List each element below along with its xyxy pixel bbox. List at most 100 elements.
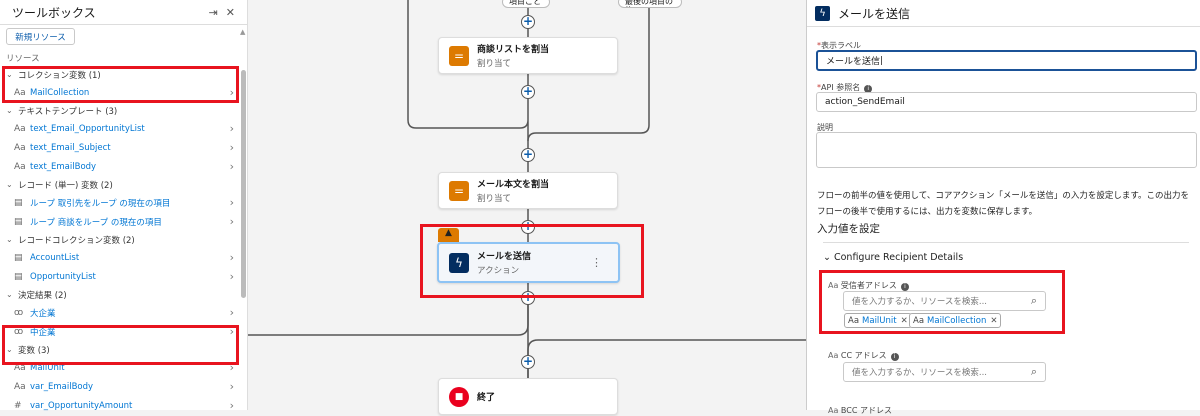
info-icon[interactable]: i xyxy=(864,85,873,93)
record-icon: ▤ xyxy=(14,271,23,282)
warning-icon[interactable]: ▲ xyxy=(438,228,459,242)
resource-item[interactable]: ▤ループ 取引先をループ の現在の項目› xyxy=(0,193,240,212)
cc-input[interactable]: 値を入力するか、リソースを検索...⌕ xyxy=(843,362,1046,382)
add-element-icon[interactable]: + xyxy=(521,84,535,99)
resource-item[interactable]: ▤OpportunityList› xyxy=(0,267,240,286)
node-assign-opportunity-list[interactable]: = 商談リストを割当割り当て xyxy=(438,37,618,74)
text-icon: Aa xyxy=(913,315,925,326)
text-icon: Aa xyxy=(14,161,26,172)
resource-item[interactable]: Aa text_EmailBody › xyxy=(0,157,240,176)
chevron-right-icon: › xyxy=(229,270,234,283)
section-label: テキストテンプレート (3) xyxy=(18,106,118,117)
chevron-right-icon: › xyxy=(229,141,234,154)
more-actions-icon[interactable]: ⋮ xyxy=(591,256,602,269)
chevron-down-icon: ⌄ xyxy=(6,70,13,79)
chevron-down-icon: ⌄ xyxy=(823,252,834,263)
set-inputs-heading: 入力値を設定 xyxy=(817,223,880,235)
section-label: レコードコレクション変数 (2) xyxy=(18,235,135,246)
resource-section-header[interactable]: ⌄変数 (3) xyxy=(0,341,240,358)
close-icon[interactable]: ✕ xyxy=(225,5,235,19)
chevron-down-icon: ⌄ xyxy=(6,345,13,354)
resource-item-label: 中企業 xyxy=(30,327,56,338)
add-element-icon[interactable]: + xyxy=(521,14,535,29)
search-icon: ⌕ xyxy=(1030,294,1037,307)
new-resource-button[interactable]: 新規リソース xyxy=(6,28,75,45)
api-field-label: API 参照名 xyxy=(821,83,861,92)
chevron-right-icon: › xyxy=(229,361,234,374)
record-icon: ▤ xyxy=(14,216,23,227)
chip-label: MailCollection xyxy=(927,315,987,326)
text-icon: Aa xyxy=(848,315,860,326)
chevron-right-icon: › xyxy=(229,160,234,173)
remove-icon[interactable]: ✕ xyxy=(900,315,908,326)
text-icon: Aa xyxy=(14,142,26,153)
bcc-label: BCC アドレス xyxy=(840,406,892,415)
chevron-right-icon: › xyxy=(229,325,234,338)
resource-section-header[interactable]: ⌄コレクション変数 (1) xyxy=(0,66,240,83)
node-end[interactable]: ■ 終了 xyxy=(438,378,618,415)
loop-label-after[interactable]: 最後の項目の後 xyxy=(618,0,682,8)
resource-item[interactable]: ▤AccountList› xyxy=(0,248,240,267)
resource-item-label: ループ 商談をループ の現在の項目 xyxy=(30,217,162,228)
add-element-icon[interactable]: + xyxy=(521,147,535,162)
chevron-down-icon: ⌄ xyxy=(6,235,13,244)
text-icon: Aa xyxy=(828,406,841,415)
highlight-box xyxy=(2,325,239,365)
resource-section-header[interactable]: ⌄レコード (単一) 変数 (2) xyxy=(0,176,240,193)
description-label: 説明 xyxy=(817,123,833,132)
resource-item-label: MailUnit xyxy=(30,362,65,373)
highlight-box xyxy=(420,224,644,298)
chevron-right-icon: › xyxy=(229,399,234,412)
highlight-box xyxy=(819,270,1065,334)
resource-section-header[interactable]: ⌄テキストテンプレート (3) xyxy=(0,102,240,119)
resource-item[interactable]: ▤ループ 商談をループ の現在の項目› xyxy=(0,212,240,231)
lightning-icon: ϟ xyxy=(815,5,830,21)
resource-section-header[interactable]: ⌄ レコードコレクション変数 (2) xyxy=(0,231,240,248)
resource-section-header[interactable]: ⌄決定結果 (2) xyxy=(0,286,240,303)
resource-item[interactable]: #var_OpportunityAmount› xyxy=(0,396,240,415)
node-title: メール本文を割当 xyxy=(477,180,550,190)
api-name-input[interactable]: action_SendEmail xyxy=(816,92,1197,112)
chevron-down-icon: ⌄ xyxy=(6,180,13,189)
remove-icon[interactable]: ✕ xyxy=(990,315,998,326)
resource-item-label: text_EmailBody xyxy=(30,161,97,172)
divider xyxy=(823,242,1189,243)
help-text: フローの前半の値を使用して、コアアクション「メールを送信」の入力を設定します。こ… xyxy=(817,191,1190,217)
node-send-email[interactable]: ϟ メールを送信アクション ⋮ xyxy=(437,242,620,283)
recipient-input[interactable]: 値を入力するか、リソースを検索...⌕ xyxy=(843,291,1046,311)
node-assign-email-body[interactable]: = メール本文を割当割り当て xyxy=(438,172,618,209)
loop-label-each[interactable]: 項目ごと xyxy=(502,0,550,8)
resource-item-label: 大企業 xyxy=(30,308,56,319)
pin-icon[interactable]: ⇥ xyxy=(208,5,218,19)
text-icon: Aa xyxy=(14,381,26,392)
toolbox-header: ツールボックス ⇥ ✕ xyxy=(0,0,247,25)
resource-item-label: var_EmailBody xyxy=(30,381,94,392)
section-configure-recipient[interactable]: ⌄ Configure Recipient Details xyxy=(823,252,963,263)
scrollbar[interactable] xyxy=(241,70,246,298)
info-icon[interactable]: i xyxy=(900,283,909,291)
assignment-icon: = xyxy=(449,180,469,201)
resource-item-label: AccountList xyxy=(30,252,80,263)
add-element-icon[interactable]: + xyxy=(521,354,535,369)
record-icon: ▤ xyxy=(14,197,23,208)
label-input[interactable]: メールを送信| xyxy=(816,50,1197,71)
scroll-up-icon[interactable]: ▲ xyxy=(240,28,246,36)
node-title: 終了 xyxy=(477,393,496,403)
chevron-right-icon: › xyxy=(229,196,234,209)
toolbox-title: ツールボックス xyxy=(12,5,96,20)
info-icon[interactable]: i xyxy=(890,353,899,361)
description-textarea[interactable] xyxy=(816,132,1197,168)
lightning-icon: ϟ xyxy=(449,252,469,273)
node-subtitle: 割り当て xyxy=(477,194,512,204)
